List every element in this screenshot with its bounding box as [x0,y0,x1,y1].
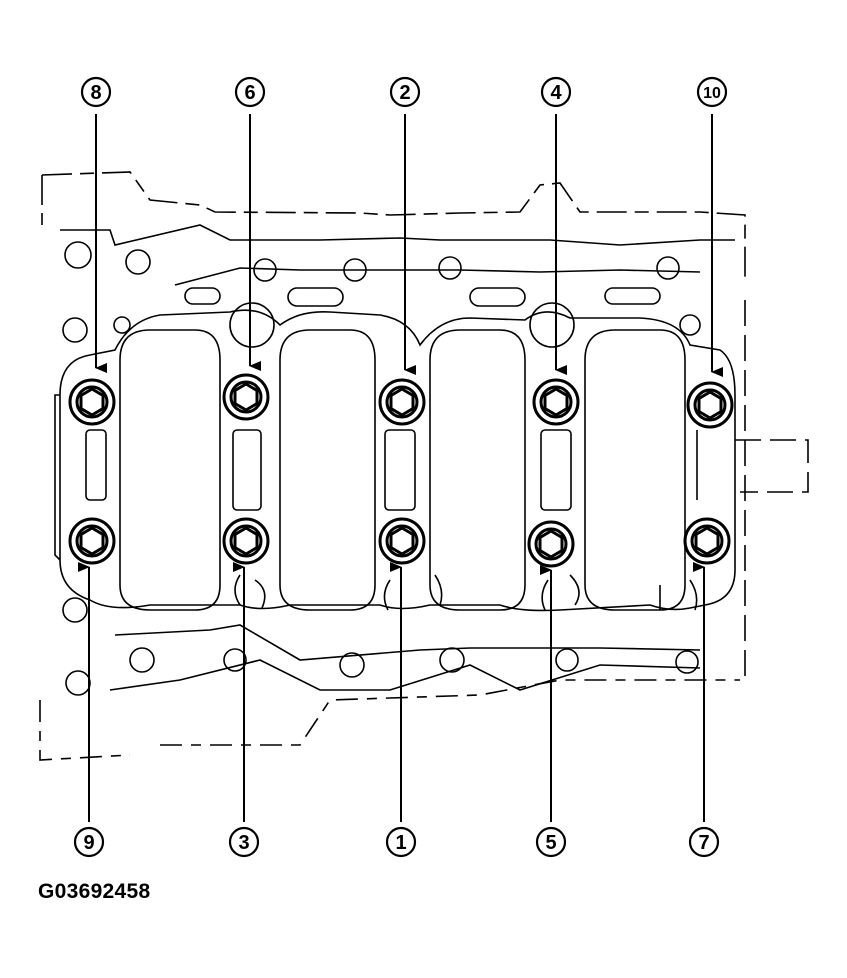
bolt-hex-icon [378,378,426,426]
callouts-top: 8 6 2 4 10 [80,76,728,108]
bolt-hex-icon [527,520,575,568]
bolt-hex-icon [683,517,731,565]
bolt-hex-icon [222,517,270,565]
callouts-bottom: 9 3 1 5 7 [73,826,720,858]
engine-block-outline [39,171,809,761]
bolt-row-top [68,373,734,429]
callout-number: 2 [399,82,410,104]
bolt-hex-icon [68,378,116,426]
callout-number: 7 [698,832,709,854]
callout-top-1: 8 [80,76,112,108]
callout-number: 3 [238,832,249,854]
bolt-hex-icon [222,373,270,421]
callout-number: 9 [83,832,94,854]
bolt-hex-icon [378,517,426,565]
callout-number: 8 [90,82,101,104]
callout-top-4: 4 [540,76,572,108]
bolt-row-bottom [68,517,731,568]
figure-code: G03692458 [38,880,151,903]
callout-bottom-3: 1 [385,826,417,858]
callout-bottom-1: 9 [73,826,105,858]
callout-top-3: 2 [389,76,421,108]
bolt-hex-icon [532,378,580,426]
callout-number: 4 [550,82,562,104]
callout-bottom-5: 7 [688,826,720,858]
callout-top-2: 6 [234,76,266,108]
callout-bottom-2: 3 [228,826,260,858]
callout-number: 10 [703,85,721,102]
callout-number: 6 [244,82,255,104]
leader-arrows [78,114,723,822]
callout-number: 5 [545,832,556,854]
bolt-hex-icon [686,381,734,429]
callout-top-5: 10 [696,76,728,108]
callout-bottom-4: 5 [535,826,567,858]
bolt-hex-icon [68,517,116,565]
callout-number: 1 [395,832,406,854]
